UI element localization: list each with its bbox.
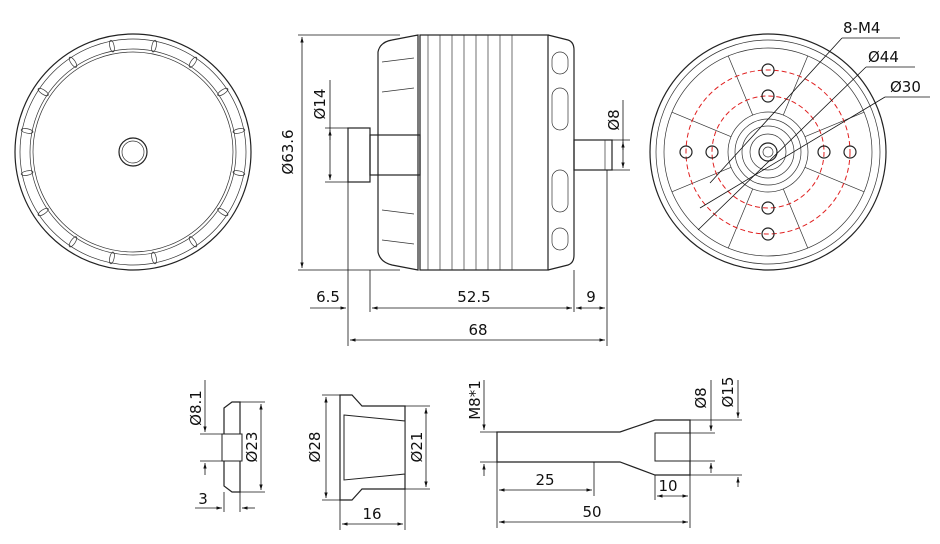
vent-slot	[37, 207, 49, 217]
dim-collar-diameter: Ø14	[311, 89, 329, 120]
vent-slot	[109, 251, 115, 265]
spoke	[671, 166, 732, 193]
side-view	[347, 34, 613, 271]
spoke	[782, 188, 809, 249]
spoke	[782, 55, 809, 116]
vent-slot	[37, 87, 49, 97]
vent-slot	[232, 128, 246, 134]
vent-slot	[68, 236, 78, 248]
dim-inner-pcd: Ø30	[890, 78, 921, 96]
dim-shaft-length: 9	[586, 288, 596, 306]
shaft-thread-length-dim: 25	[535, 471, 554, 489]
m4-hole	[679, 145, 693, 159]
m4-hole	[705, 145, 719, 159]
m4-hole	[817, 145, 831, 159]
side-dimensions: Ø63.6 Ø14 Ø8 6.5 52.5 9 68	[279, 34, 630, 346]
dim-shaft-diameter: Ø8	[605, 109, 623, 130]
pcd-44-circle	[685, 69, 851, 235]
washer-outer-dim: Ø23	[243, 432, 261, 463]
vent-slot	[217, 87, 229, 97]
spoke	[804, 166, 865, 193]
dim-outer-diameter: Ø63.6	[279, 129, 297, 174]
spoke	[727, 188, 754, 249]
m4-hole	[843, 145, 857, 159]
shaft-end-length-dim: 10	[658, 477, 677, 495]
shaft-total-length-dim: 50	[582, 503, 601, 521]
dim-front-offset: 6.5	[316, 288, 340, 306]
spoke	[727, 55, 754, 116]
adapter-flange-dim: Ø28	[306, 432, 324, 463]
m4-hole	[761, 63, 775, 77]
m4-hole	[761, 89, 775, 103]
dim-holes: 8-M4	[843, 19, 880, 37]
adapter-body-dim: Ø21	[408, 432, 426, 463]
vent-slot	[68, 56, 78, 68]
washer-thickness-dim: 3	[198, 490, 208, 508]
dim-outer-pcd: Ø44	[868, 48, 899, 66]
vent-slot	[151, 251, 157, 265]
shaft-large-diameter-dim: Ø15	[719, 377, 737, 408]
rear-view: 8-M4 Ø44 Ø30	[649, 19, 930, 271]
vent-slot	[188, 236, 198, 248]
shaft-thread-dim: M8*1	[466, 380, 484, 420]
shaft-small-diameter-dim: Ø8	[692, 387, 710, 408]
dim-body-length: 52.5	[457, 288, 490, 306]
vent-slot	[188, 56, 198, 68]
front-view	[14, 33, 252, 271]
m4-hole	[761, 201, 775, 215]
washer-drawing: Ø8.1 Ø23 3	[187, 380, 265, 512]
m4-hole	[761, 227, 775, 241]
vent-slot	[151, 39, 157, 53]
pcd-30-circle	[711, 95, 825, 209]
spoke	[671, 111, 732, 138]
vent-slot	[217, 207, 229, 217]
vent-slot	[109, 39, 115, 53]
adapter-length-dim: 16	[362, 505, 381, 523]
vent-slot	[20, 128, 34, 134]
shaft-drawing: M8*1 Ø8 Ø15 25 10 50	[466, 377, 742, 528]
prop-adapter-drawing: Ø28 Ø21 16	[306, 394, 430, 530]
spoke	[804, 111, 865, 138]
vent-slot	[20, 170, 34, 176]
dim-total-length: 68	[468, 321, 487, 339]
vent-slot	[232, 170, 246, 176]
washer-bore-dim: Ø8.1	[187, 390, 205, 426]
